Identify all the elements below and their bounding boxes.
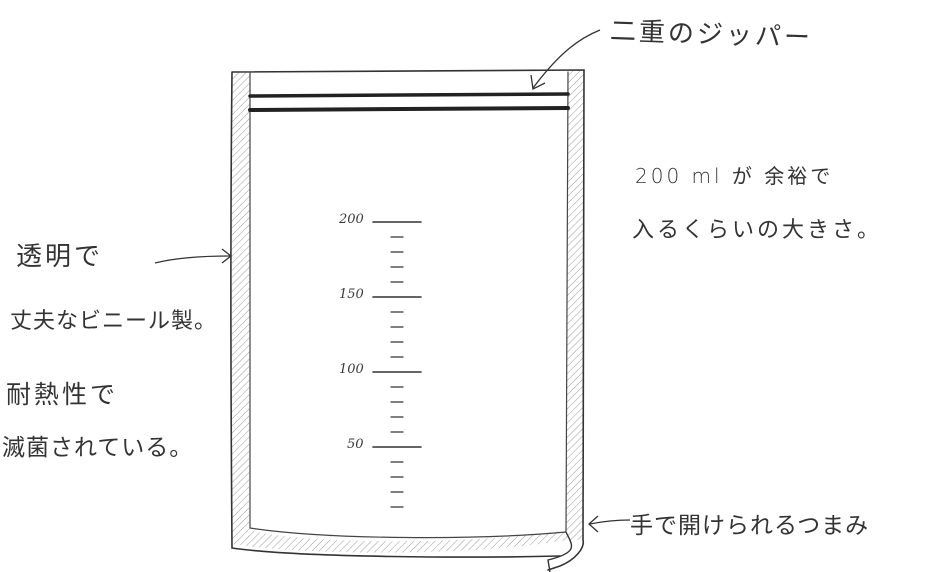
tab-arrowhead xyxy=(588,515,599,533)
zipper-line-1[interactable] xyxy=(248,92,570,98)
scale-label: 150 xyxy=(339,287,364,302)
material-arrow xyxy=(154,255,231,264)
zipper-arrowhead xyxy=(530,74,546,90)
bag-inner-outline xyxy=(248,71,569,539)
opening-tab[interactable] xyxy=(547,531,573,572)
scale-label: 100 xyxy=(339,362,364,377)
tab-arrow xyxy=(589,519,631,525)
measurement-scale xyxy=(372,221,422,508)
scale-label: 50 xyxy=(347,437,364,452)
bag-right-wall xyxy=(566,70,584,540)
material-note-line2: 丈夫なビニール製。 xyxy=(10,309,218,334)
bag-outline xyxy=(230,69,585,571)
sterile-note-line2: 滅菌されている。 xyxy=(2,435,194,461)
material-note-line1: 透明で xyxy=(16,242,104,272)
zipper-line-2[interactable] xyxy=(248,106,570,112)
capacity-note-line1: 200 ml が 余裕で xyxy=(635,164,834,188)
bag-bottom xyxy=(234,530,566,553)
zipper-note: 二重のジッパー xyxy=(609,16,814,54)
material-arrowhead xyxy=(221,248,233,264)
tab-note: 手で開けられるつまみ xyxy=(630,513,870,539)
capacity-note-line2: 入るくらいの大きさ。 xyxy=(632,218,883,243)
scale-label: 200 xyxy=(339,212,364,227)
sterile-note-line1: 耐熱性で xyxy=(6,380,119,409)
bag-left-wall xyxy=(232,72,250,545)
zipper-arrow xyxy=(532,29,601,89)
